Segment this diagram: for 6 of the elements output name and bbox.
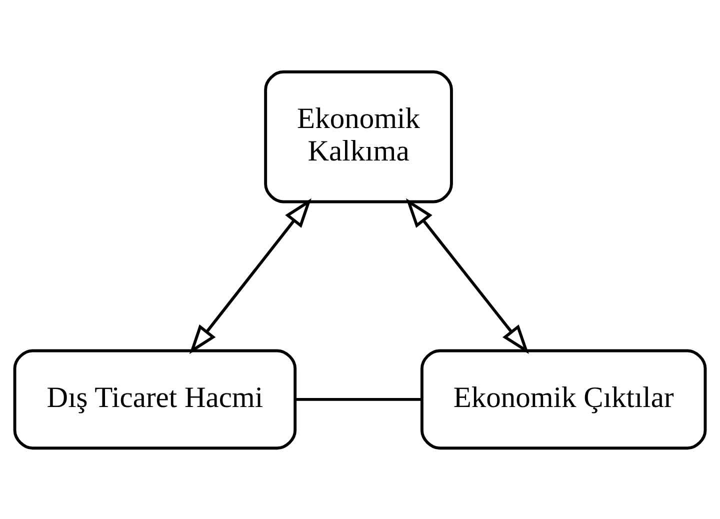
node-box: Ekonomik Kalkıma xyxy=(264,70,453,203)
connector xyxy=(295,397,422,400)
node-box: Ekonomik Çıktılar xyxy=(420,348,707,450)
arrow xyxy=(406,198,529,354)
node-box: Dış Ticaret Hacmi xyxy=(13,348,297,450)
arrow xyxy=(189,198,312,354)
